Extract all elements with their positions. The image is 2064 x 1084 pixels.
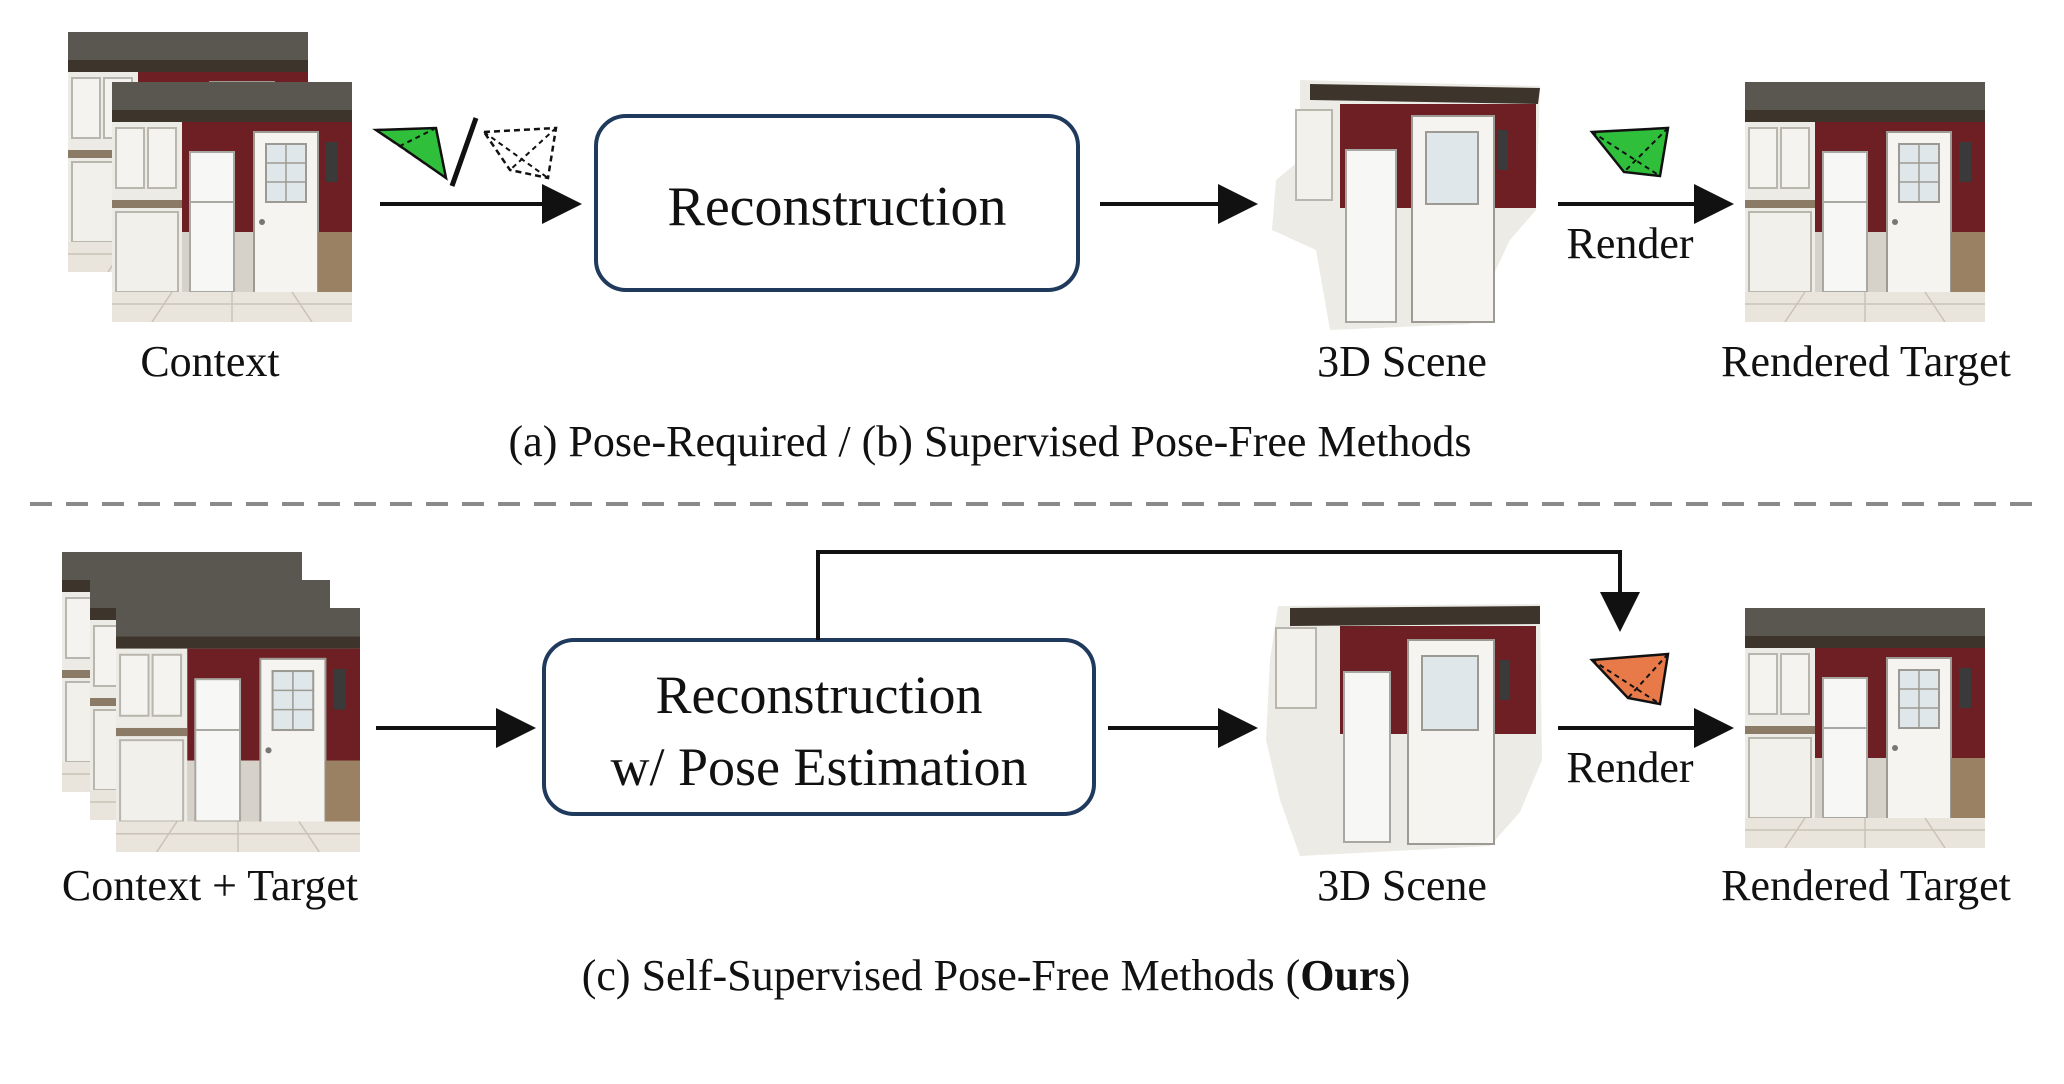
camera-unknown-icon [481, 126, 558, 180]
bottom-context-images [62, 552, 360, 852]
bottom-reconstruction-label-line2: w/ Pose Estimation [611, 737, 1028, 797]
top-rendered-target-image [1745, 82, 1985, 322]
bottom-caption-prefix: (c) Self-Supervised Pose-Free Methods ( [582, 951, 1301, 1000]
bottom-render-label: Render [1566, 743, 1693, 792]
bottom-context-label: Context + Target [62, 861, 358, 910]
camera-given-icon [372, 126, 448, 181]
camera-target-given-icon [1589, 126, 1670, 178]
target-image-input [116, 608, 360, 852]
bottom-caption: (c) Self-Supervised Pose-Free Methods (O… [582, 951, 1411, 1000]
bottom-reconstruction-label-line1: Reconstruction [656, 665, 983, 725]
bottom-target-label: Rendered Target [1721, 861, 2011, 910]
top-scene-label: 3D Scene [1317, 337, 1487, 386]
top-caption: (a) Pose-Required / (b) Supervised Pose-… [509, 417, 1472, 466]
pose-estimation-arrow [816, 550, 1640, 640]
top-context-images [68, 32, 352, 322]
bottom-3d-scene-image [1266, 604, 1542, 856]
bottom-rendered-target-image [1745, 608, 1985, 848]
top-context-label: Context [140, 337, 279, 386]
top-reconstruction-label: Reconstruction [667, 176, 1006, 238]
bottom-caption-ours: Ours [1300, 951, 1395, 1000]
bottom-caption-suffix: ) [1396, 951, 1411, 1000]
bottom-scene-label: 3D Scene [1317, 861, 1487, 910]
top-reconstruction-box [594, 114, 1080, 292]
top-target-label: Rendered Target [1721, 337, 2011, 386]
context-image-front [112, 82, 352, 322]
slash-divider [449, 117, 479, 187]
camera-estimated-icon [1589, 652, 1670, 706]
top-render-label: Render [1566, 219, 1693, 268]
top-3d-scene-image [1272, 80, 1540, 330]
